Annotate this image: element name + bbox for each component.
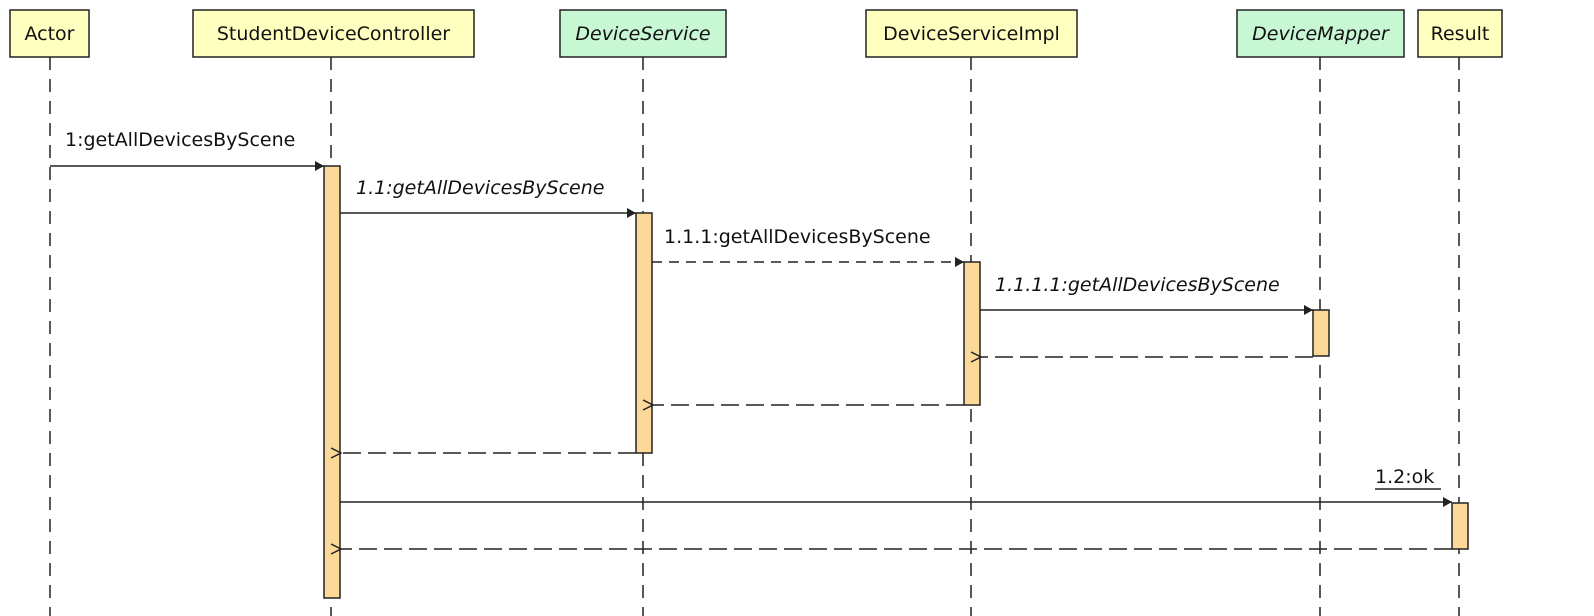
- message-label-1-1: 1.1:getAllDevicesByScene: [356, 177, 604, 199]
- message-label-1-1-1: 1.1.1:getAllDevicesByScene: [664, 226, 931, 248]
- lifeline-label-service-impl: DeviceServiceImpl: [883, 23, 1060, 45]
- activation-controller: [323, 165, 341, 599]
- lifeline-header-service-impl[interactable]: DeviceServiceImpl: [865, 9, 1078, 58]
- lifeline-header-actor[interactable]: Actor: [9, 9, 90, 58]
- message-label-1-2: 1.2:ok: [1375, 466, 1434, 488]
- lifeline-label-service: DeviceService: [575, 23, 710, 45]
- lifeline-label-controller: StudentDeviceController: [217, 23, 450, 45]
- lifeline-header-result[interactable]: Result: [1417, 9, 1503, 58]
- lifeline-header-controller[interactable]: StudentDeviceController: [192, 9, 475, 58]
- lifeline-label-result: Result: [1431, 23, 1490, 45]
- activation-service-impl: [963, 261, 981, 406]
- lifeline-headers: Actor StudentDeviceController DeviceServ…: [9, 9, 1503, 58]
- message-label-1-1-1-1: 1.1.1.1:getAllDevicesByScene: [995, 274, 1280, 296]
- lifeline-label-actor: Actor: [25, 23, 75, 45]
- lifeline-header-service[interactable]: DeviceService: [559, 9, 727, 58]
- message-label-1: 1:getAllDevicesByScene: [65, 129, 295, 151]
- activation-service: [635, 212, 653, 454]
- lifeline-header-mapper[interactable]: DeviceMapper: [1236, 9, 1405, 58]
- activation-bars: [323, 165, 1469, 599]
- messages: 1:getAllDevicesByScene 1.1:getAllDevices…: [50, 129, 1452, 549]
- lifeline-label-mapper: DeviceMapper: [1252, 23, 1390, 45]
- activation-result: [1451, 502, 1469, 550]
- activation-mapper: [1312, 309, 1330, 357]
